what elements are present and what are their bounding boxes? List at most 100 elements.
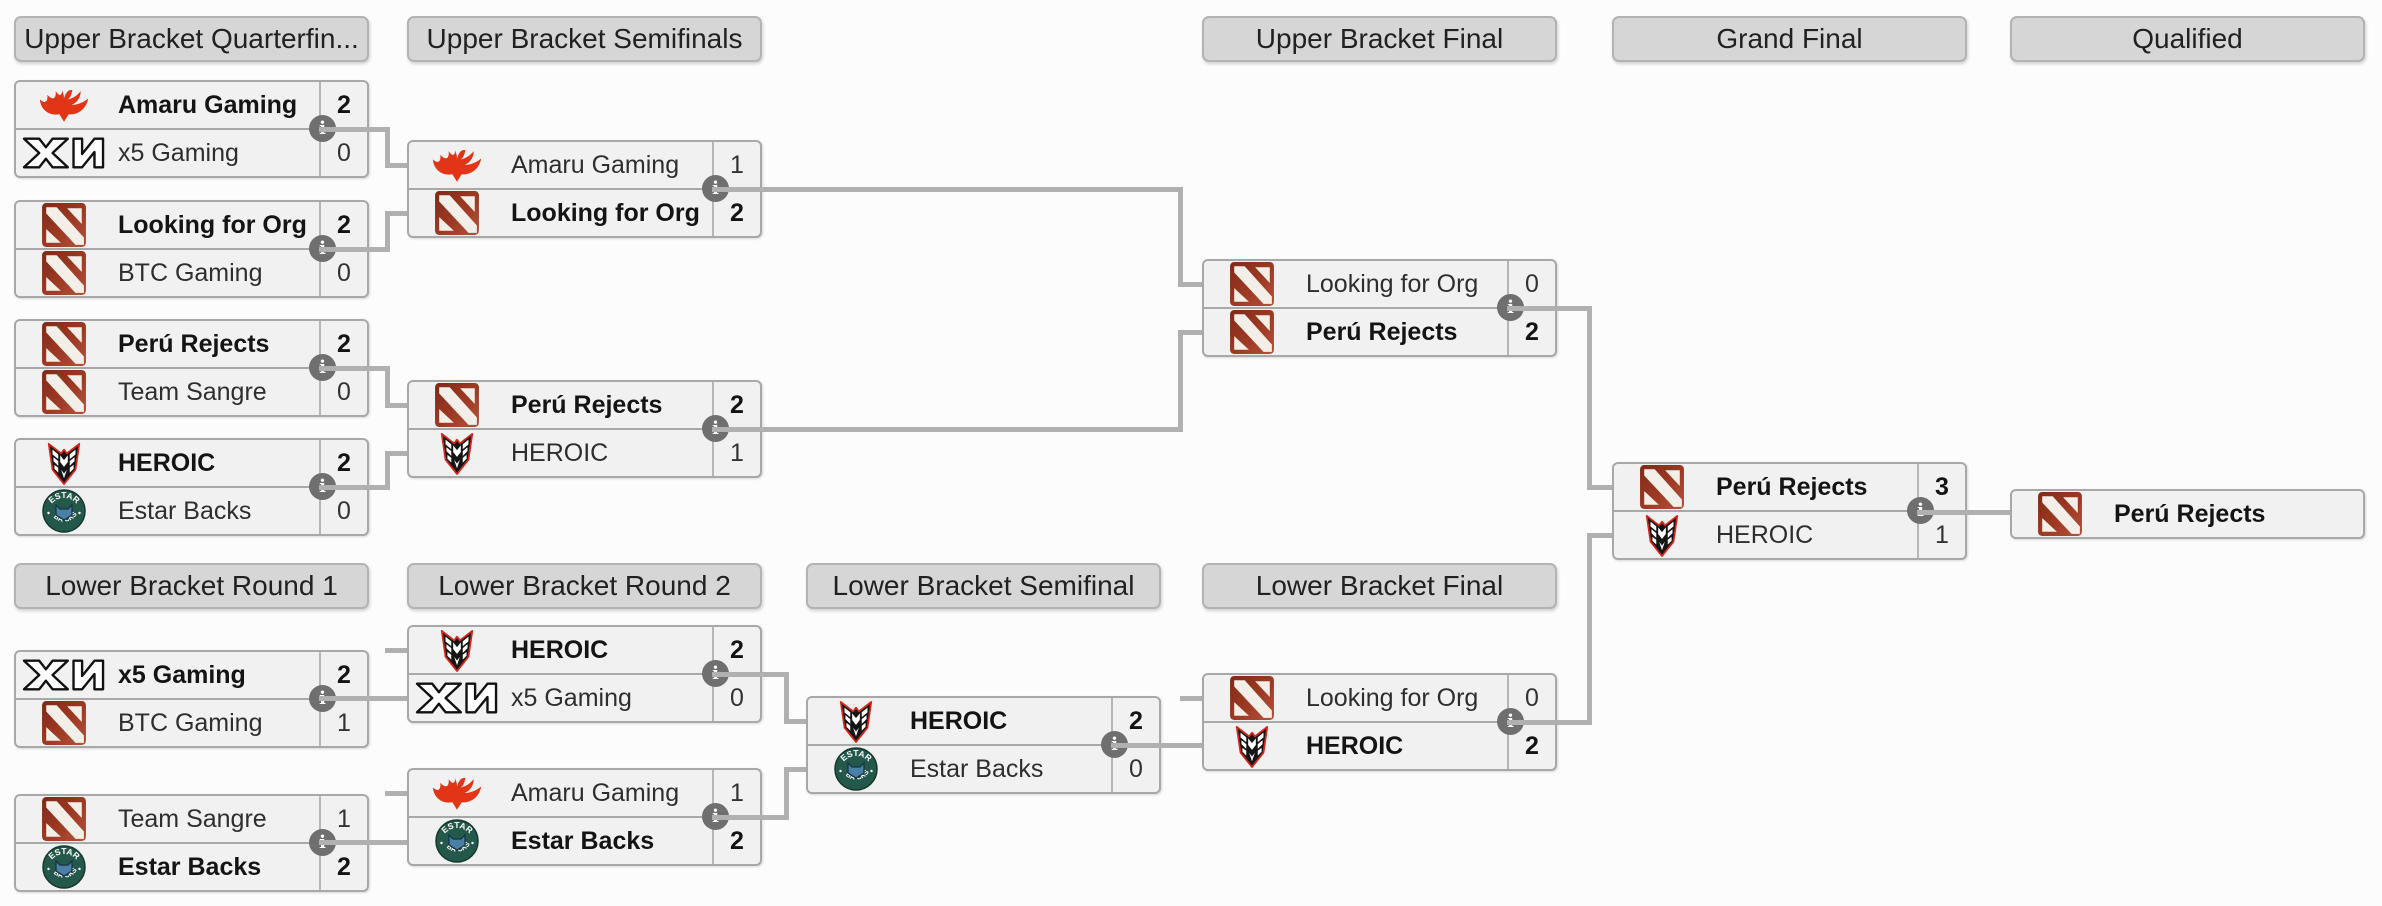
team-name[interactable]: Team Sangre bbox=[118, 377, 267, 406]
team-logo-cell[interactable] bbox=[16, 250, 112, 296]
team-name[interactable]: Perú Rejects bbox=[2114, 499, 2266, 528]
team-logo-cell[interactable] bbox=[16, 488, 112, 534]
team-row: BTC Gaming 1 bbox=[16, 698, 367, 746]
bracket-connector-line bbox=[1587, 533, 1592, 725]
estar-backs-logo bbox=[834, 747, 878, 791]
team-logo-cell[interactable] bbox=[16, 82, 112, 128]
team-name[interactable]: HEROIC bbox=[118, 448, 216, 477]
team-row: x5 Gaming 0 bbox=[409, 673, 760, 721]
team-logo-cell[interactable] bbox=[409, 675, 505, 721]
dota2-placeholder-logo bbox=[41, 700, 87, 746]
team-name[interactable]: x5 Gaming bbox=[118, 138, 239, 167]
dota2-placeholder-logo bbox=[41, 250, 87, 296]
dota2-placeholder-logo bbox=[41, 202, 87, 248]
team-logo-cell[interactable] bbox=[409, 142, 505, 188]
team-name[interactable]: Amaru Gaming bbox=[511, 150, 680, 179]
team-score: 0 bbox=[319, 130, 367, 176]
team-score: 2 bbox=[1507, 309, 1555, 355]
team-score: 1 bbox=[319, 700, 367, 746]
match-ub-semifinal-2: Perú Rejects 2 HEROIC 1 i bbox=[407, 380, 762, 478]
team-name[interactable]: Estar Backs bbox=[910, 754, 1044, 783]
bracket-connector-line bbox=[1178, 330, 1183, 432]
header-qualified: Qualified bbox=[2010, 16, 2365, 62]
team-name[interactable]: Perú Rejects bbox=[1306, 317, 1458, 346]
team-row: Amaru Gaming 1 bbox=[409, 770, 760, 816]
team-row: x5 Gaming 2 bbox=[16, 652, 367, 698]
team-logo-cell[interactable] bbox=[409, 627, 505, 673]
team-logo-cell[interactable] bbox=[409, 770, 505, 816]
team-row: HEROIC 2 bbox=[1204, 721, 1555, 769]
team-row: Team Sangre 0 bbox=[16, 367, 367, 415]
team-name[interactable]: x5 Gaming bbox=[511, 683, 632, 712]
team-name[interactable]: Estar Backs bbox=[118, 852, 262, 881]
team-logo-cell[interactable] bbox=[1204, 261, 1300, 307]
team-row: Amaru Gaming 2 bbox=[16, 82, 367, 128]
team-name[interactable]: HEROIC bbox=[511, 438, 609, 467]
bracket-connector-line bbox=[1917, 510, 2010, 515]
team-logo-cell[interactable] bbox=[1204, 675, 1300, 721]
team-logo-cell[interactable] bbox=[1204, 723, 1300, 769]
team-logo-cell[interactable] bbox=[16, 440, 112, 486]
team-logo-cell[interactable] bbox=[1614, 464, 1710, 510]
team-name[interactable]: HEROIC bbox=[1716, 520, 1814, 549]
team-logo-cell[interactable] bbox=[16, 321, 112, 367]
team-name[interactable]: HEROIC bbox=[511, 635, 609, 664]
team-logo-cell[interactable] bbox=[16, 130, 112, 176]
dota2-placeholder-logo bbox=[2037, 491, 2083, 537]
team-name[interactable]: Team Sangre bbox=[118, 804, 267, 833]
team-row: Perú Rejects bbox=[2012, 491, 2363, 537]
bracket-connector-line bbox=[1180, 696, 1202, 701]
team-score: 0 bbox=[319, 369, 367, 415]
team-name[interactable]: Amaru Gaming bbox=[511, 778, 680, 807]
bracket-connector-line bbox=[385, 648, 407, 653]
team-score: 2 bbox=[712, 382, 760, 428]
team-score: 1 bbox=[1917, 512, 1965, 558]
team-name[interactable]: Perú Rejects bbox=[118, 329, 270, 358]
team-score: 2 bbox=[1507, 723, 1555, 769]
team-logo-cell[interactable] bbox=[409, 190, 505, 236]
team-score: 3 bbox=[1917, 464, 1965, 510]
team-logo-cell[interactable] bbox=[409, 430, 505, 476]
team-name[interactable]: Looking for Org bbox=[1306, 269, 1479, 298]
team-score: 0 bbox=[1507, 675, 1555, 721]
team-logo-cell[interactable] bbox=[1204, 309, 1300, 355]
team-logo-cell[interactable] bbox=[16, 796, 112, 842]
team-name[interactable]: BTC Gaming bbox=[118, 708, 263, 737]
team-logo-cell[interactable] bbox=[2012, 491, 2108, 537]
team-name[interactable]: Estar Backs bbox=[511, 826, 655, 855]
team-name[interactable]: Perú Rejects bbox=[511, 390, 663, 419]
team-logo-cell[interactable] bbox=[16, 369, 112, 415]
team-logo-cell[interactable] bbox=[16, 202, 112, 248]
team-row: Looking for Org 2 bbox=[16, 202, 367, 248]
match-ub-quarterfinal-1: Amaru Gaming 2 x5 Gaming 0 i bbox=[14, 80, 369, 178]
dota2-placeholder-logo bbox=[1639, 464, 1685, 510]
team-name[interactable]: Looking for Org bbox=[118, 210, 307, 239]
team-name[interactable]: Looking for Org bbox=[511, 198, 700, 227]
dota2-placeholder-logo bbox=[1229, 675, 1275, 721]
bracket-connector-line bbox=[385, 211, 407, 216]
team-logo-cell[interactable] bbox=[16, 700, 112, 746]
match-grand-final: Perú Rejects 3 HEROIC 1 i bbox=[1612, 462, 1967, 560]
team-name[interactable]: Looking for Org bbox=[1306, 683, 1479, 712]
team-logo-cell[interactable] bbox=[808, 746, 904, 792]
team-name[interactable]: Estar Backs bbox=[118, 496, 252, 525]
team-name[interactable]: Perú Rejects bbox=[1716, 472, 1868, 501]
header-grand-final: Grand Final bbox=[1612, 16, 1967, 62]
team-name[interactable]: BTC Gaming bbox=[118, 258, 263, 287]
team-score: 2 bbox=[712, 627, 760, 673]
header-lower-bracket-round-1: Lower Bracket Round 1 bbox=[14, 563, 369, 609]
team-name[interactable]: HEROIC bbox=[910, 706, 1008, 735]
team-name[interactable]: x5 Gaming bbox=[118, 660, 246, 689]
team-logo-cell[interactable] bbox=[409, 818, 505, 864]
team-logo-cell[interactable] bbox=[16, 844, 112, 890]
team-logo-cell[interactable] bbox=[16, 652, 112, 698]
team-name[interactable]: HEROIC bbox=[1306, 731, 1404, 760]
bracket-connector-line bbox=[385, 163, 407, 168]
bracket-connector-line bbox=[1507, 306, 1589, 311]
bracket-connector-line bbox=[784, 767, 789, 820]
team-logo-cell[interactable] bbox=[808, 698, 904, 744]
team-name[interactable]: Amaru Gaming bbox=[118, 90, 298, 119]
team-row: HEROIC 2 bbox=[808, 698, 1159, 744]
team-logo-cell[interactable] bbox=[1614, 512, 1710, 558]
team-logo-cell[interactable] bbox=[409, 382, 505, 428]
